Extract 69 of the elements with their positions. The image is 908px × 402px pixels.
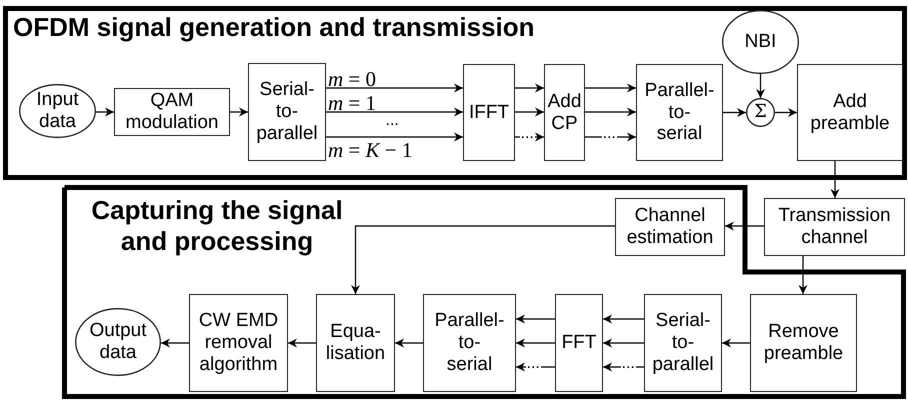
box-label: Channel estimation xyxy=(626,205,714,249)
process-box xyxy=(316,294,395,392)
arrow xyxy=(516,314,555,324)
arrow xyxy=(515,84,544,92)
arrow xyxy=(326,108,463,116)
arrow xyxy=(756,74,765,98)
box-label: FFT xyxy=(562,332,596,354)
arrow xyxy=(288,338,316,348)
box-label: QAM modulation xyxy=(124,90,220,134)
arrow xyxy=(585,84,636,92)
box-label: Add preamble xyxy=(809,90,891,134)
box-label: Add CP xyxy=(546,90,582,134)
box-label: Remove preamble xyxy=(762,321,844,365)
arrow xyxy=(585,132,636,142)
process-box xyxy=(463,64,515,161)
terminal-ellipse xyxy=(75,308,161,376)
arrow xyxy=(603,362,644,372)
box-label: Equa- lisation xyxy=(326,321,386,365)
section-frame xyxy=(62,185,906,399)
arrow xyxy=(160,338,189,348)
arrow xyxy=(351,225,615,294)
sum-symbol: Σ xyxy=(754,102,767,123)
box-label: Transmission channel xyxy=(777,205,892,249)
arrow xyxy=(326,84,463,92)
process-box xyxy=(423,294,516,392)
arrow xyxy=(230,108,248,116)
process-box xyxy=(797,64,903,161)
arrow xyxy=(725,222,764,230)
section-title: OFDM signal generation and transmission xyxy=(13,12,535,44)
process-box xyxy=(615,198,725,256)
process-box xyxy=(764,198,905,256)
section-title: Capturing the signal and processing xyxy=(90,195,344,258)
arrow xyxy=(603,314,644,324)
summing-junction xyxy=(746,98,775,127)
arrow xyxy=(830,161,840,198)
terminal-ellipse xyxy=(722,10,799,74)
edge-label: m = K − 1 xyxy=(328,140,412,161)
process-box xyxy=(636,64,723,161)
edge-label: m = 0 xyxy=(328,69,376,90)
process-box xyxy=(644,294,722,392)
box-label: Parallel- to- serial xyxy=(644,80,714,146)
arrow xyxy=(326,132,463,142)
process-box xyxy=(555,294,603,392)
process-box xyxy=(248,63,326,161)
arrow xyxy=(395,338,423,348)
box-label: Input data xyxy=(35,89,80,133)
process-box xyxy=(114,88,230,136)
process-box xyxy=(189,294,288,392)
arrow xyxy=(723,108,746,117)
arrow xyxy=(775,108,797,117)
terminal-ellipse xyxy=(19,84,96,138)
box-label: Serial- to- parallel xyxy=(256,79,318,145)
process-box xyxy=(750,294,857,392)
process-box xyxy=(544,64,585,161)
arrow xyxy=(515,108,544,116)
arrow xyxy=(585,108,636,116)
box-label: Parallel- to- serial xyxy=(434,310,504,376)
arrow xyxy=(603,338,644,348)
box-label: NBI xyxy=(744,31,776,53)
edge-label: m = 1 xyxy=(328,93,376,114)
arrow xyxy=(798,256,808,294)
box-label: Serial- to- parallel xyxy=(652,310,714,376)
section-frame xyxy=(3,6,907,180)
box-label: Output data xyxy=(88,320,148,364)
box-label: CW EMD removal algorithm xyxy=(198,310,280,376)
box-label: IFFT xyxy=(468,102,510,124)
arrow xyxy=(96,108,114,116)
arrow xyxy=(722,338,750,348)
arrow xyxy=(516,338,555,348)
